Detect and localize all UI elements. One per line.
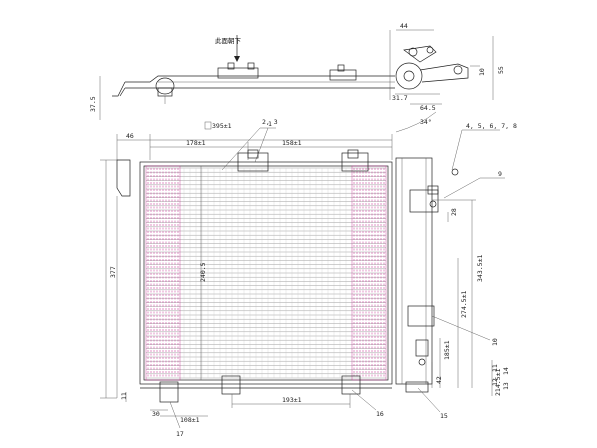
callout-11: 11 (491, 364, 499, 372)
dim-42: 42 (435, 376, 443, 384)
drier-valve (415, 339, 429, 357)
fitting-right (395, 62, 423, 90)
dim-11: 11 (120, 392, 128, 400)
dim-31-7: 31.7 (392, 94, 408, 102)
dim-395: 395±1 (212, 122, 232, 130)
dim-30: 30 (152, 410, 160, 418)
dim-240-5: 240.5 (199, 262, 207, 282)
mount-top-right (341, 152, 369, 172)
dim-10: 10 (478, 68, 486, 76)
pipe-bend-left (112, 81, 126, 97)
fitting-flange (403, 45, 437, 63)
callout-12: 12 (491, 378, 499, 386)
dim-28: 28 (450, 208, 458, 216)
top-note: 此面朝下 (215, 36, 242, 45)
dim-158: 158±1 (282, 139, 302, 147)
dim-343-5: 343.5±1 (476, 255, 484, 282)
receiver-drier (395, 157, 433, 385)
mount-top-left (237, 152, 269, 172)
mount-bottom-left (159, 381, 179, 403)
clamp-mid (217, 67, 259, 79)
bracket-left-top (116, 159, 131, 197)
pipe-upper (125, 75, 395, 83)
drier-bracket-bottom (407, 305, 435, 327)
dim-185: 185±1 (443, 340, 451, 360)
callout-4-8: 4, 5, 6, 7, 8 (466, 122, 517, 130)
dim-37-5: 37.5 (89, 96, 97, 112)
callout-17: 17 (176, 430, 184, 438)
dim-angle: 34° (420, 118, 432, 126)
tank-left (145, 165, 181, 381)
callout-1: 1 (268, 120, 272, 128)
callout-14: 14 (502, 367, 510, 375)
top-view: 此面朝下 37.5 44 55 (89, 22, 505, 133)
dim-64-5: 64.5 (420, 104, 436, 112)
callout-9: 9 (498, 170, 502, 178)
callout-13: 13 (502, 382, 510, 390)
clamp-right (329, 69, 357, 81)
tank-right (351, 165, 387, 381)
mount-bottom-right (341, 375, 361, 395)
dim-178: 178±1 (186, 139, 206, 147)
dim-44: 44 (400, 22, 408, 30)
callout-16: 16 (376, 410, 384, 418)
callout-15: 15 (440, 412, 448, 420)
dim-46: 46 (126, 132, 134, 140)
core-fins (146, 167, 386, 379)
mount-bottom-mid (221, 375, 241, 395)
dim-193: 193±1 (282, 396, 302, 404)
front-view: 46 395±1 178±1 158±1 1 2, 3 4, 5, 6, 7, … (100, 118, 517, 438)
drier-bracket-top (409, 189, 439, 213)
dim-274-5: 274.5±1 (460, 291, 468, 318)
dim-214-5: 214.5±1 (494, 369, 502, 396)
dim-108: 108±1 (180, 416, 200, 424)
core-frame (139, 161, 393, 385)
dim-55: 55 (497, 66, 505, 74)
fitting-left (155, 77, 175, 95)
callout-10: 10 (491, 338, 499, 346)
dim-377: 377 (109, 266, 117, 278)
callout-2-3: 2, 3 (262, 118, 278, 126)
fitting-arm (419, 63, 469, 83)
note-arrow-head (234, 56, 240, 62)
